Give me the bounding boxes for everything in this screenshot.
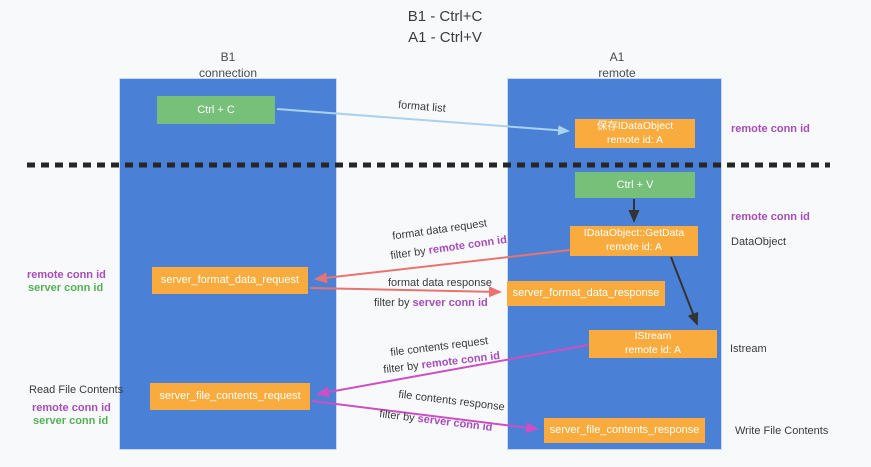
idataobject-getdata-line1: IDataObject::GetData xyxy=(583,227,685,240)
file-contents-response-label: file contents response xyxy=(397,388,506,414)
right-column-header: A1 remote xyxy=(547,50,687,81)
server-format-data-request-label: server_format_data_request xyxy=(160,274,300,287)
filter-by-text: filter by xyxy=(389,245,427,263)
save-idataobject-box: 保存IDataObject remote id: A xyxy=(575,119,695,148)
server-conn-id-text: server conn id xyxy=(416,412,494,434)
istream-line2: remote id: A xyxy=(624,344,682,356)
server-file-contents-request-box: server_file_contents_request xyxy=(150,383,310,410)
file-contents-response-filter-label: filter by server conn id xyxy=(379,408,493,434)
server-conn-id-text: server conn id xyxy=(412,297,488,309)
left-remote-conn-id-label-1: remote conn id xyxy=(27,269,106,281)
left-column-name: B1 xyxy=(220,50,236,64)
format-list-label: format list xyxy=(397,99,447,115)
read-file-contents-label: Read File Contents xyxy=(29,384,124,396)
idataobject-getdata-line2: remote id: A xyxy=(605,241,663,253)
ctrl-v-label: Ctrl + V xyxy=(616,178,654,191)
server-file-contents-response-box: server_file_contents_response xyxy=(544,418,705,443)
left-server-conn-id-label-1: server conn id xyxy=(28,282,104,294)
left-column-header: B1 connection xyxy=(158,50,298,81)
ctrl-v-box: Ctrl + V xyxy=(575,172,695,198)
idataobject-getdata-box: IDataObject::GetData remote id: A xyxy=(570,226,698,256)
ctrl-c-label: Ctrl + C xyxy=(197,103,235,116)
server-format-data-response-box: server_format_data_response xyxy=(507,281,665,306)
format-data-response-filter-label: filter by server conn id xyxy=(374,297,488,309)
right-column-name: A1 xyxy=(609,50,625,64)
server-format-data-request-box: server_format_data_request xyxy=(152,267,308,294)
format-data-response-label: format data response xyxy=(388,277,492,289)
write-file-contents-label: Write File Contents xyxy=(735,425,829,437)
filter-by-text: filter by xyxy=(378,408,416,425)
server-file-contents-response-label: server_file_contents_response xyxy=(549,424,700,437)
right-remote-conn-id-label-1: remote conn id xyxy=(731,123,810,135)
dataobject-label: DataObject xyxy=(731,236,787,248)
save-idataobject-line1: 保存IDataObject xyxy=(596,119,674,132)
left-server-conn-id-label-2: server conn id xyxy=(33,415,109,427)
title-line-1: B1 - Ctrl+C xyxy=(407,8,483,25)
server-format-data-response-label: server_format_data_response xyxy=(512,287,660,300)
server-file-contents-request-label: server_file_contents_request xyxy=(159,390,301,403)
istream-side-label: Istream xyxy=(730,343,767,355)
istream-box: IStream remote id: A xyxy=(589,330,717,358)
right-remote-conn-id-label-2: remote conn id xyxy=(731,211,810,223)
left-remote-conn-id-label-2: remote conn id xyxy=(32,402,111,414)
left-column-role: connection xyxy=(198,65,258,80)
ctrl-c-box: Ctrl + C xyxy=(157,96,275,124)
save-idataobject-line2: remote id: A xyxy=(606,133,664,146)
right-column-role: remote xyxy=(598,65,636,80)
istream-line1: IStream xyxy=(634,330,672,343)
filter-by-text: filter by xyxy=(374,297,410,309)
diagram-title: B1 - Ctrl+C A1 - Ctrl+V xyxy=(325,6,565,48)
title-line-2: A1 - Ctrl+V xyxy=(408,29,482,46)
filter-by-text: filter by xyxy=(382,359,420,377)
remote-conn-id-text: remote conn id xyxy=(427,233,508,257)
